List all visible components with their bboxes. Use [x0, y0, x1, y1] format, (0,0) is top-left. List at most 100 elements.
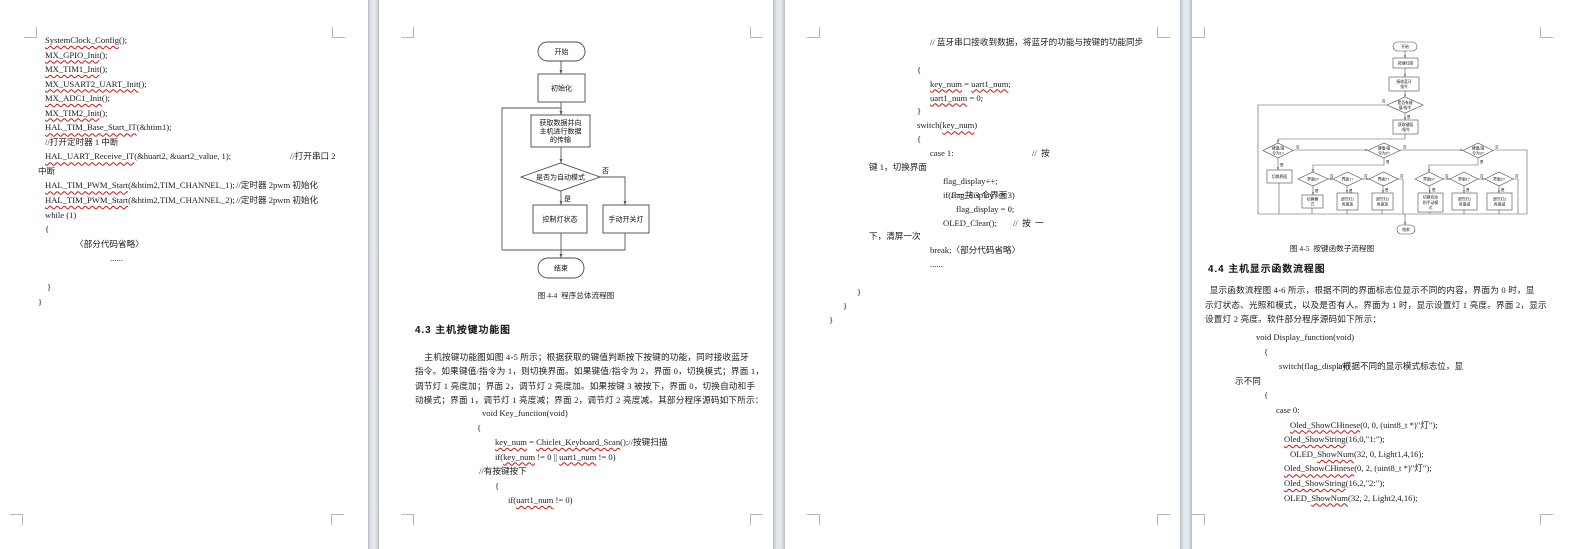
flow-node-get-key: 获取键值/指令 [1392, 119, 1419, 135]
code-line: } [857, 287, 862, 298]
code-line: HAL_TIM_PWM_Start(&htim2,TIM_CHANNEL_2);… [38, 193, 338, 208]
svg-text:界面1?: 界面1? [1342, 176, 1354, 181]
svg-text:初始化: 初始化 [551, 84, 572, 93]
paragraph-line: 动模式；界面 1，调节灯 1 亮度减；界面 2，调节灯 2 亮度减。其部分程序源… [415, 395, 764, 406]
code-line: } [843, 300, 848, 311]
paragraph-line: 设置灯 2 亮度。软件部分程序源码如下所示： [1205, 314, 1382, 324]
flow-node-scr2-a: 界面2? [1368, 171, 1399, 187]
code-line: HAL_UART_Receive_IT(&huart2, &uart2_valu… [38, 149, 338, 164]
code-line: // 蓝牙串口接收到数据，将蓝牙的功能与按键的功能同步 [930, 37, 1144, 47]
code-line: key_num = uart1_num; [930, 78, 1011, 89]
code-block-switch-case: // 蓝牙串口接收到数据，将蓝牙的功能与按键的功能同步 { key_num = ua… [821, 36, 1176, 328]
flow-node-key-scan: 按键扫描 [1392, 57, 1419, 69]
flow-node-key1-decision: 键值/指令为1? [1262, 142, 1294, 159]
code-line: } [38, 296, 43, 307]
svg-text:键值/指令为3?: 键值/指令为3? [1472, 145, 1485, 155]
branch-label: 否 [1480, 174, 1484, 178]
code-line: MX_TIM1_Init(); [45, 64, 108, 75]
code-line: { [45, 224, 50, 235]
code-line: HAL_TIM_Base_Start_IT(&htim1); [45, 122, 172, 133]
code-line: ...... [930, 259, 943, 270]
svg-text:开始: 开始 [1401, 44, 1409, 49]
code-line: void Display_function(void) [1256, 332, 1355, 342]
flow-node-init: 初始化 [537, 73, 586, 103]
flow-node-start: 开始 [1392, 41, 1418, 52]
branch-label: 是 [1385, 187, 1389, 192]
inline-comment: //定时器 2pwm 初始化 [236, 195, 319, 206]
inline-comment: //定时器 2pwm 初始化 [236, 180, 319, 191]
branch-label: 是 [1432, 187, 1436, 192]
svg-text:按键扫描: 按键扫描 [1398, 60, 1413, 65]
code-line: } [829, 314, 834, 325]
branch-label: 否 [1330, 174, 1334, 178]
svg-text:控制灯状态: 控制灯状态 [543, 215, 578, 224]
code-line: switch(flag_display)//根据不同的显示模式标志位，显 [1206, 359, 1566, 374]
figure-caption: 图 4-5 按键函数子流程图 [1289, 244, 1375, 253]
inline-comment: //一共 3 个界面 [951, 189, 1008, 200]
code-line: void Key_function(void) [482, 408, 568, 418]
code-line: 示不同 [1235, 375, 1261, 386]
flow-node-scr1-b: 界面1? [1449, 171, 1479, 187]
svg-text:界面2?: 界面2? [1378, 176, 1390, 181]
svg-text:键值/指令为2?: 键值/指令为2? [1378, 145, 1391, 155]
flow-node-end: 结束 [1396, 224, 1416, 235]
code-line: 下，清屏一次 [869, 231, 921, 242]
code-line: HAL_TIM_PWM_Start(&htim2,TIM_CHANNEL_1);… [38, 178, 338, 193]
crop-mark-bottom-right [331, 514, 344, 525]
code-line: { [1264, 390, 1269, 401]
svg-text:界面2?: 界面2? [1493, 176, 1505, 181]
svg-text:手动开关灯: 手动开关灯 [609, 215, 644, 224]
paragraph-4-3: 主机按键功能图如图 4-5 所示；根据获取的键值判断按下按键的功能，同时接收蓝牙… [415, 350, 765, 408]
page-4: 开始按键扫描接收蓝牙指令是否有键值/指令获取键值/指令键值/指令为1?键值/指令… [1192, 0, 1579, 549]
code-line: { [917, 64, 922, 75]
code-block-display-function: void Display_function(void) { switch(flag_… [1206, 330, 1566, 505]
inline-comment: // 按 一 [1013, 217, 1044, 228]
flow-node-key2-decision: 键值/指令为2? [1367, 142, 1401, 159]
flow-node-scr2-b: 界面2? [1484, 171, 1514, 187]
svg-text:键值/指令为1?: 键值/指令为1? [1272, 145, 1285, 155]
flow-node-switch-screen: 切换界面 [1266, 169, 1293, 184]
paragraph-line: 显示函数流程图 4-6 所示，根据不同的界面标志位显示不同的内容，界面为 0 时… [1205, 285, 1535, 295]
code-line: case 1:// 按 [821, 147, 1176, 161]
code-line: MX_TIM2_Init(); [45, 107, 108, 118]
flowchart-program-overall: 开始初始化获取数据并向主机进行数据的传输是否为自动模式控制灯状态手动开关灯结束是… [499, 38, 679, 293]
branch-label: 是 [1315, 188, 1319, 193]
svg-text:获取键值/指令: 获取键值/指令 [1398, 122, 1413, 132]
paragraph-line: 指令。如果键值/指令为 1，则切换界面。如果键值/指令为 2，界面 0，切换模式… [415, 366, 765, 377]
code-line [821, 50, 1176, 64]
branch-label: 是 [1349, 188, 1353, 193]
svg-text:开始: 开始 [555, 47, 569, 56]
flowchart-svg: 开始按键扫描接收蓝牙指令是否有键值/指令获取键值/指令键值/指令为1?键值/指令… [1257, 41, 1528, 235]
code-line: Oled_ShowString(16,2,"2:"); [1284, 477, 1385, 488]
code-line: 〈部分代码省略〉 [75, 238, 144, 249]
code-line: //有按键按下 [479, 466, 527, 476]
code-line: MX_ADC1_Init(); [45, 93, 110, 104]
code-line: //打开定时器 1 中断 [45, 136, 119, 147]
svg-text:接收蓝牙指令: 接收蓝牙指令 [1396, 79, 1411, 89]
branch-label: 否 [1364, 174, 1368, 178]
code-line: while (1) [45, 209, 77, 220]
paragraph-line: 调节灯 1 亮度加；界面 2，调节灯 2 亮度加。如果按键 3 被按下，界面 0… [415, 380, 756, 391]
page-gap [773, 0, 785, 549]
branch-label: 是 [1407, 114, 1411, 119]
svg-text:界面1?: 界面1? [1458, 176, 1470, 181]
code-line: case 0: [1276, 404, 1300, 415]
svg-text:获取数据并向主机进行数据的传输: 获取数据并向主机进行数据的传输 [540, 118, 582, 144]
flow-node-key3-decision: 键值/指令为3? [1462, 142, 1494, 159]
code-line: if(key_num != 0 || uart1_num != 0) [495, 451, 616, 462]
flow-node-scr1-a: 界面1? [1332, 171, 1363, 187]
code-line: key_num = Chiclet_Keyboard_Scan();//按键扫描 [495, 437, 668, 447]
inline-comment: //根据不同的显示模式标志位，显 [1338, 361, 1464, 372]
svg-text:界面0?: 界面0? [1423, 176, 1435, 181]
branch-label: 否 [602, 167, 609, 175]
branch-label: 是 [1501, 187, 1505, 192]
crop-mark-bottom-left [807, 514, 820, 525]
svg-text:切换模式: 切换模式 [1307, 196, 1319, 206]
code-line: OLED_Clear();// 按 一 [821, 217, 1176, 231]
flowchart-key-function: 开始按键扫描接收蓝牙指令是否有键值/指令获取键值/指令键值/指令为1?键值/指令… [1246, 36, 1536, 246]
crop-mark-top-left [24, 27, 37, 38]
